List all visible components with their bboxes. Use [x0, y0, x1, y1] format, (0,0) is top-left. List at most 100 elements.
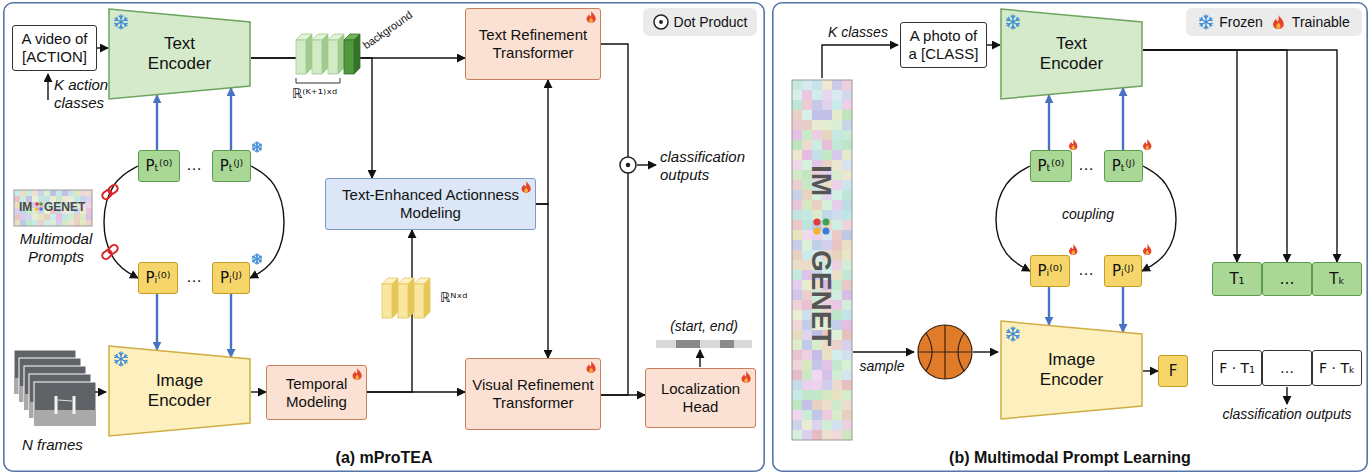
text-features	[312, 40, 322, 74]
coupling-curve	[104, 166, 138, 278]
frozen-icon	[1005, 326, 1021, 342]
dot-product-symbol	[620, 157, 636, 173]
snowflake-icon	[1209, 17, 1211, 20]
legend-item: Trainable	[1271, 14, 1350, 30]
link-icon	[107, 244, 119, 256]
snowflake-icon	[253, 145, 262, 150]
snowflake-icon	[124, 17, 126, 20]
flame-icon	[1143, 244, 1151, 255]
flame-icon	[353, 368, 362, 380]
flame-icon	[522, 181, 531, 193]
snowflake-icon	[253, 144, 255, 146]
dot-product-symbol	[626, 163, 630, 167]
prompt-arrow	[1048, 95, 1050, 150]
imagenet-image	[792, 80, 852, 440]
legend-box: FrozenTrainable	[1186, 8, 1362, 36]
actionness-box: Text-Enhanced Actionness Modeling	[325, 178, 536, 230]
snowflake-icon	[1017, 23, 1020, 25]
image-encoder: Image Encoder	[1000, 320, 1143, 420]
ellipsis: …	[176, 267, 212, 286]
dot-product-symbol	[659, 20, 663, 24]
trainable-icon	[351, 368, 364, 381]
process-box: Temporal Modeling	[266, 365, 367, 420]
text-feature-box: T₁	[1212, 262, 1262, 296]
snowflake-icon	[259, 261, 261, 263]
node-text: Pᵢ⁽ᴶ⁾	[1112, 262, 1134, 280]
output-label: classification outputs	[1212, 406, 1362, 423]
imagenet-image	[39, 202, 43, 206]
snowflake-icon	[1201, 24, 1203, 27]
snowflake-icon	[1210, 23, 1213, 25]
snowflake-icon	[257, 150, 258, 151]
snowflake-icon	[115, 15, 127, 29]
snowflake-icon	[115, 19, 118, 21]
prompt-arrow	[230, 294, 232, 357]
snowflake-icon	[253, 149, 255, 151]
snowflake-icon	[1008, 336, 1010, 339]
imagenet-image	[814, 219, 821, 226]
ellipsis: …	[176, 155, 212, 174]
trainable-icon	[520, 181, 533, 194]
panel-caption: (a) mProTEA	[336, 448, 433, 467]
prompt-arrow	[230, 88, 232, 150]
head-box: Localization Head	[645, 368, 756, 428]
connector	[536, 204, 548, 358]
prompt-arrow	[156, 294, 158, 350]
prompt-arrow	[1122, 88, 1124, 150]
output-arrow	[1286, 387, 1287, 404]
snowflake-icon	[260, 147, 262, 149]
connector	[1143, 370, 1158, 371]
node-text: Pₜ⁽ᴶ⁾	[1112, 157, 1136, 175]
input-arrow	[47, 74, 48, 100]
basketball-image	[918, 351, 972, 352]
coupling-label: coupling	[1050, 206, 1126, 223]
snowflake-icon	[260, 259, 262, 261]
sample-label: sample	[852, 358, 912, 375]
refinement-box: Visual Refinement Transformer	[465, 358, 601, 430]
prompt-token: Pₜ⁽ᴶ⁾	[212, 150, 251, 182]
snowflake-icon	[115, 356, 118, 358]
node-text: Image Encoder	[1024, 350, 1119, 391]
snowflake-icon	[259, 256, 261, 258]
flame-icon	[1276, 23, 1280, 29]
visual-features	[382, 278, 430, 318]
node-text: F · Tₖ	[1319, 360, 1355, 377]
snowflake-icon	[1013, 26, 1015, 28]
segment-bar	[720, 340, 734, 348]
video-frames	[73, 396, 76, 414]
basketball-image	[958, 333, 964, 371]
node-text: Image Encoder	[132, 371, 227, 412]
trainable-icon	[585, 11, 598, 24]
encoder-shape	[109, 9, 250, 99]
snowflake-icon	[257, 262, 258, 263]
flame-icon	[587, 361, 596, 373]
coupling-curve	[250, 166, 284, 278]
node-text: Temporal Modeling	[273, 375, 360, 411]
node-text: F	[1169, 362, 1178, 380]
encoder-shape	[1001, 321, 1142, 419]
node-text: Pₜ⁽ᴶ⁾	[220, 157, 244, 175]
logo-text: IM	[19, 200, 32, 214]
snowflake-icon	[1008, 24, 1010, 27]
frozen-icon	[113, 351, 129, 367]
snowflake-icon	[259, 144, 261, 146]
prompt-arrow	[1122, 287, 1124, 332]
legend-item: Dot Product	[653, 14, 748, 30]
snowflake-icon	[253, 257, 255, 259]
snowflake-icon	[253, 257, 262, 262]
connector	[97, 47, 108, 48]
prompt-token: Pᵢ⁽⁰⁾	[138, 262, 178, 294]
legend-box: Dot Product	[643, 8, 757, 36]
node-text: Pₜ⁽⁰⁾	[1038, 157, 1065, 175]
prompt-token: Pₜ⁽⁰⁾	[1030, 150, 1072, 182]
snowflake-icon	[256, 255, 257, 256]
flame-icon	[587, 361, 596, 373]
node-text: Text-Enhanced Actionness Modeling	[332, 186, 529, 222]
node-text: Text Encoder	[1024, 34, 1119, 75]
logo-text: GENET	[44, 200, 85, 214]
ellipsis: …	[1068, 260, 1104, 279]
node-text: A video of [ACTION]	[19, 30, 90, 66]
imagenet-image	[792, 80, 852, 440]
flame-icon	[355, 374, 359, 379]
link-icon	[101, 184, 119, 201]
